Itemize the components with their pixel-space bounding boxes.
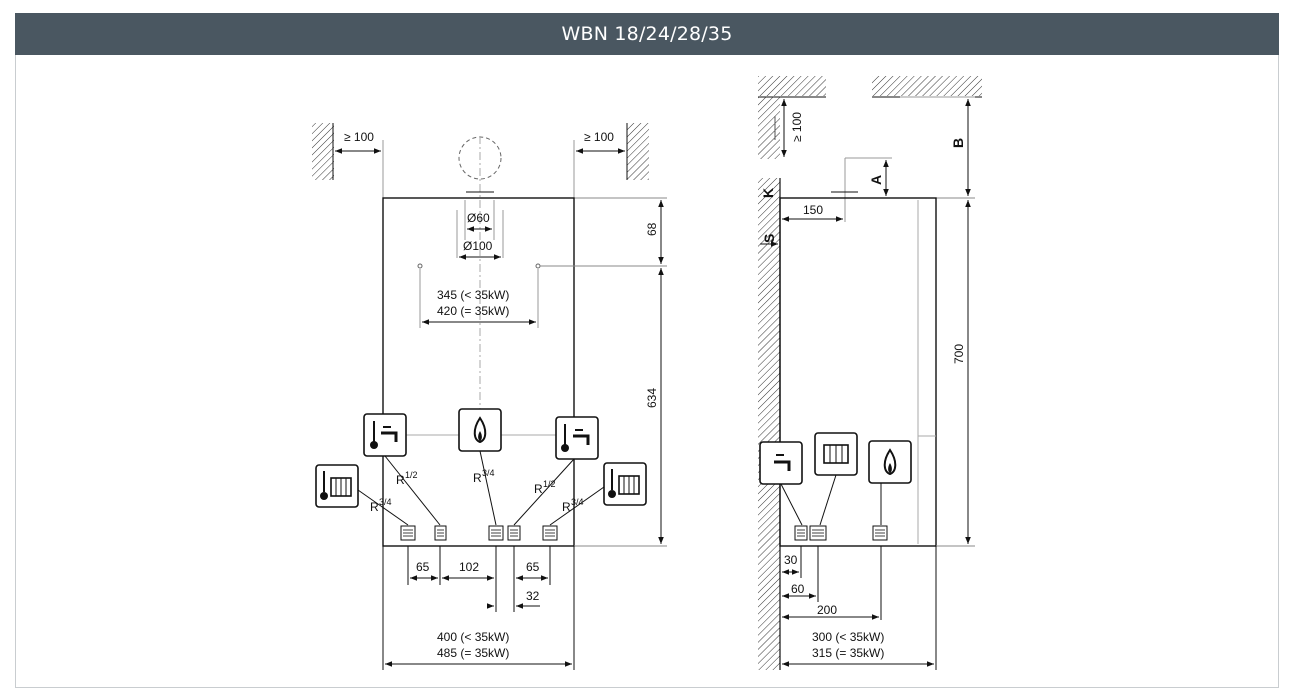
width-400-label: 400 (< 35kW) bbox=[437, 630, 509, 644]
conn-r34-left-exp: 3/4 bbox=[379, 497, 392, 507]
label-k: K bbox=[760, 188, 776, 198]
dim-60-label: 60 bbox=[791, 582, 805, 596]
side-pipe-connections bbox=[794, 525, 888, 541]
label-b: B bbox=[950, 138, 966, 148]
span-420-label: 420 (= 35kW) bbox=[437, 304, 509, 318]
ceiling-right-hatch bbox=[872, 76, 982, 96]
dim-68-label: 68 bbox=[645, 222, 659, 236]
depth-315-label: 315 (= 35kW) bbox=[812, 646, 884, 660]
side-water-tap-icon bbox=[759, 441, 803, 485]
conn-r34-mid-base: R bbox=[473, 471, 482, 485]
boiler-side-outline bbox=[779, 197, 937, 547]
dim-32-label: 32 bbox=[526, 589, 540, 603]
hot-water-tap-icon bbox=[363, 413, 407, 457]
label-s: S bbox=[761, 234, 777, 243]
wall-right-hatch bbox=[627, 123, 649, 180]
front-view: ≥ 100 ≥ 100 Ø60 Ø100 68 634 345 (< 35kW) bbox=[312, 123, 667, 670]
dim-200-label: 200 bbox=[817, 603, 837, 617]
conn-r12-right-base: R bbox=[534, 482, 543, 496]
span-345-label: 345 (< 35kW) bbox=[437, 288, 509, 302]
clearance-top-label: ≥ 100 bbox=[790, 112, 804, 142]
conn-r34-left-base: R bbox=[370, 500, 379, 514]
side-gas-flame-icon bbox=[868, 440, 912, 484]
ceiling-left-hatch bbox=[758, 76, 826, 96]
conn-r12-left-base: R bbox=[396, 473, 405, 487]
clearance-right-label: ≥ 100 bbox=[584, 130, 614, 144]
dim-634-label: 634 bbox=[645, 388, 659, 408]
conn-r34-mid-exp: 3/4 bbox=[482, 468, 495, 478]
heating-return-radiator-icon bbox=[603, 462, 647, 506]
dim-150-label: 150 bbox=[803, 203, 823, 217]
d60-label: Ø60 bbox=[467, 211, 490, 225]
dim-102-label: 102 bbox=[459, 560, 479, 574]
label-a: A bbox=[868, 175, 884, 185]
wall-hatch bbox=[758, 178, 780, 670]
cold-water-tap-icon bbox=[555, 416, 599, 460]
conn-r34-right-base: R bbox=[562, 500, 571, 514]
gas-flame-icon bbox=[458, 408, 502, 452]
dim-30-label: 30 bbox=[784, 553, 798, 567]
heating-flow-radiator-icon bbox=[315, 464, 359, 508]
dim-65-left-label: 65 bbox=[416, 560, 430, 574]
page-title: WBN 18/24/28/35 bbox=[15, 13, 1279, 55]
width-485-label: 485 (= 35kW) bbox=[437, 646, 509, 660]
clearance-left-label: ≥ 100 bbox=[344, 130, 374, 144]
d100-label: Ø100 bbox=[463, 239, 493, 253]
conn-r34-right-exp: 3/4 bbox=[571, 497, 584, 507]
conn-r12-right-exp: 1/2 bbox=[543, 479, 556, 489]
side-radiator-icon bbox=[814, 432, 858, 476]
pipe-connections bbox=[400, 525, 558, 541]
dim-65-right-label: 65 bbox=[526, 560, 540, 574]
conn-r12-left-exp: 1/2 bbox=[405, 470, 418, 480]
side-view: ≥ 100 B A K S 150 700 bbox=[758, 76, 982, 670]
upper-wall-hatch bbox=[758, 97, 780, 159]
dim-700-label: 700 bbox=[952, 344, 966, 364]
depth-300-label: 300 (< 35kW) bbox=[812, 630, 884, 644]
boiler-front-outline bbox=[382, 197, 575, 547]
wall-left-hatch bbox=[312, 123, 334, 180]
